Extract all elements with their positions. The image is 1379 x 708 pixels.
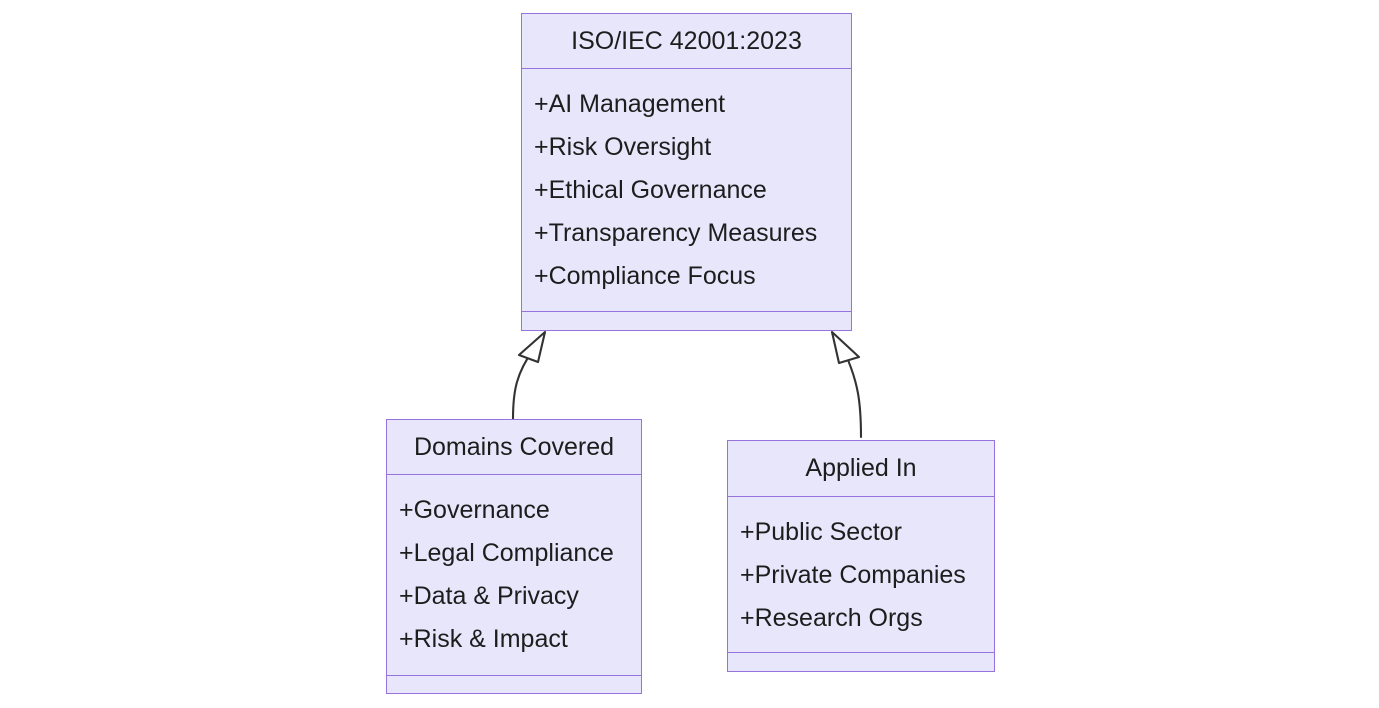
- generalization-arrowhead-right: [830, 330, 861, 365]
- attribute-row: +Legal Compliance: [399, 539, 614, 567]
- class-methods-standard: [522, 312, 851, 330]
- attribute-row: +Research Orgs: [740, 604, 923, 632]
- class-attributes-domains: +Governance +Legal Compliance +Data & Pr…: [387, 475, 641, 676]
- uml-class-domains-covered[interactable]: Domains Covered +Governance +Legal Compl…: [386, 419, 642, 694]
- class-attributes-applied: +Public Sector +Private Companies +Resea…: [728, 497, 994, 653]
- attribute-row: +Ethical Governance: [534, 176, 767, 204]
- attribute-row: +Risk Oversight: [534, 133, 712, 161]
- class-title-domains: Domains Covered: [387, 420, 641, 475]
- class-title-standard: ISO/IEC 42001:2023: [522, 14, 851, 69]
- attribute-row: +Data & Privacy: [399, 582, 579, 610]
- attribute-row: +Risk & Impact: [399, 625, 568, 653]
- attribute-row: +Transparency Measures: [534, 219, 818, 247]
- generalization-line-right: [843, 351, 863, 439]
- uml-class-applied-in[interactable]: Applied In +Public Sector +Private Compa…: [727, 440, 995, 672]
- uml-class-iso-iec-42001-2023[interactable]: ISO/IEC 42001:2023 +AI Management +Risk …: [521, 13, 852, 331]
- attribute-row: +Compliance Focus: [534, 262, 756, 290]
- attribute-row: +AI Management: [534, 90, 726, 118]
- relationship-domains-to-standard: [511, 330, 547, 421]
- generalization-line-left: [511, 348, 535, 421]
- class-methods-applied: [728, 653, 994, 671]
- attribute-row: +Governance: [399, 496, 550, 524]
- class-methods-domains: [387, 676, 641, 693]
- relationship-applied-to-standard: [830, 330, 863, 439]
- class-title-applied: Applied In: [728, 441, 994, 497]
- generalization-arrowhead-left: [517, 330, 547, 364]
- class-attributes-standard: +AI Management +Risk Oversight +Ethical …: [522, 69, 851, 312]
- attribute-row: +Private Companies: [740, 561, 966, 589]
- attribute-row: +Public Sector: [740, 518, 902, 546]
